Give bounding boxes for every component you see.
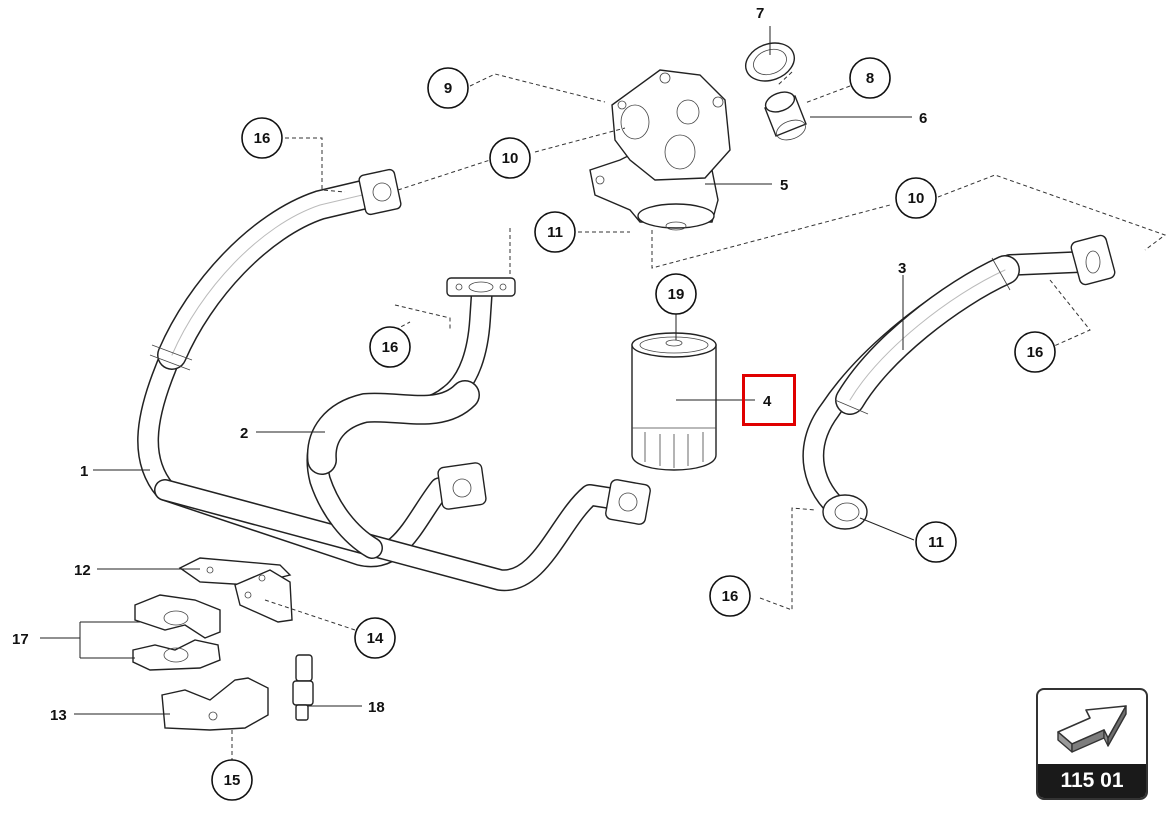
lower-pipe-branch[interactable] <box>154 462 651 592</box>
plain-labels: 7 6 5 3 4 2 1 12 17 18 13 <box>12 5 927 724</box>
label-17[interactable]: 17 <box>12 631 29 648</box>
callout-10a[interactable]: 10 <box>489 137 531 179</box>
callout-15[interactable]: 15 <box>211 759 253 801</box>
reference-lines <box>231 71 1167 760</box>
part-5-filter-housing[interactable] <box>589 69 731 231</box>
callout-8[interactable]: 8 <box>849 57 891 99</box>
leader-lines <box>40 26 915 715</box>
callout-11a[interactable]: 11 <box>534 211 576 253</box>
label-4[interactable]: 4 <box>763 393 772 410</box>
svg-text:9: 9 <box>444 80 452 97</box>
svg-text:16: 16 <box>1027 344 1044 361</box>
part-6-bush[interactable] <box>763 88 808 143</box>
part-13-clamp[interactable] <box>161 677 269 731</box>
part-12-bracket[interactable] <box>178 557 293 623</box>
svg-text:8: 8 <box>866 70 874 87</box>
label-5[interactable]: 5 <box>780 177 788 194</box>
callout-14[interactable]: 14 <box>354 617 396 659</box>
page-reference-badge[interactable]: 115 01 <box>1036 688 1148 800</box>
callout-16c[interactable]: 16 <box>1014 331 1056 373</box>
label-7[interactable]: 7 <box>756 5 764 22</box>
label-6[interactable]: 6 <box>919 110 927 127</box>
svg-text:11: 11 <box>547 224 563 241</box>
callouts: 9 8 16 10 10 11 19 16 16 11 16 14 15 <box>211 57 1056 801</box>
label-12[interactable]: 12 <box>74 562 91 579</box>
svg-text:14: 14 <box>367 630 384 647</box>
label-18[interactable]: 18 <box>368 699 385 716</box>
svg-text:16: 16 <box>254 130 271 147</box>
callout-19[interactable]: 19 <box>655 273 697 315</box>
svg-text:10: 10 <box>908 190 925 207</box>
arrow-right-icon <box>1038 690 1146 764</box>
label-3[interactable]: 3 <box>898 260 906 277</box>
part-17-rubber-mount[interactable] <box>132 594 221 671</box>
page-reference-number: 115 01 <box>1038 764 1146 798</box>
label-13[interactable]: 13 <box>50 707 67 724</box>
callout-16b[interactable]: 16 <box>369 326 411 368</box>
label-1[interactable]: 1 <box>80 463 88 480</box>
label-2[interactable]: 2 <box>240 425 248 442</box>
svg-text:15: 15 <box>224 772 241 789</box>
callout-9[interactable]: 9 <box>427 67 469 109</box>
part-3-oil-hose[interactable] <box>802 234 1116 530</box>
callout-16d[interactable]: 16 <box>709 575 751 617</box>
part-7-seal-ring[interactable] <box>740 37 799 88</box>
callout-10b[interactable]: 10 <box>895 177 937 219</box>
svg-text:19: 19 <box>668 286 685 303</box>
callout-11b[interactable]: 11 <box>915 521 957 563</box>
svg-text:10: 10 <box>502 150 519 167</box>
part-2-oil-pipe[interactable] <box>306 277 516 559</box>
svg-text:11: 11 <box>928 534 944 551</box>
callout-16a[interactable]: 16 <box>241 117 283 159</box>
svg-text:16: 16 <box>382 339 399 356</box>
highlight-box-part-4 <box>742 374 796 426</box>
svg-text:16: 16 <box>722 588 739 605</box>
part-18-sensor[interactable] <box>292 654 314 721</box>
part-4-oil-filter[interactable] <box>631 332 717 471</box>
